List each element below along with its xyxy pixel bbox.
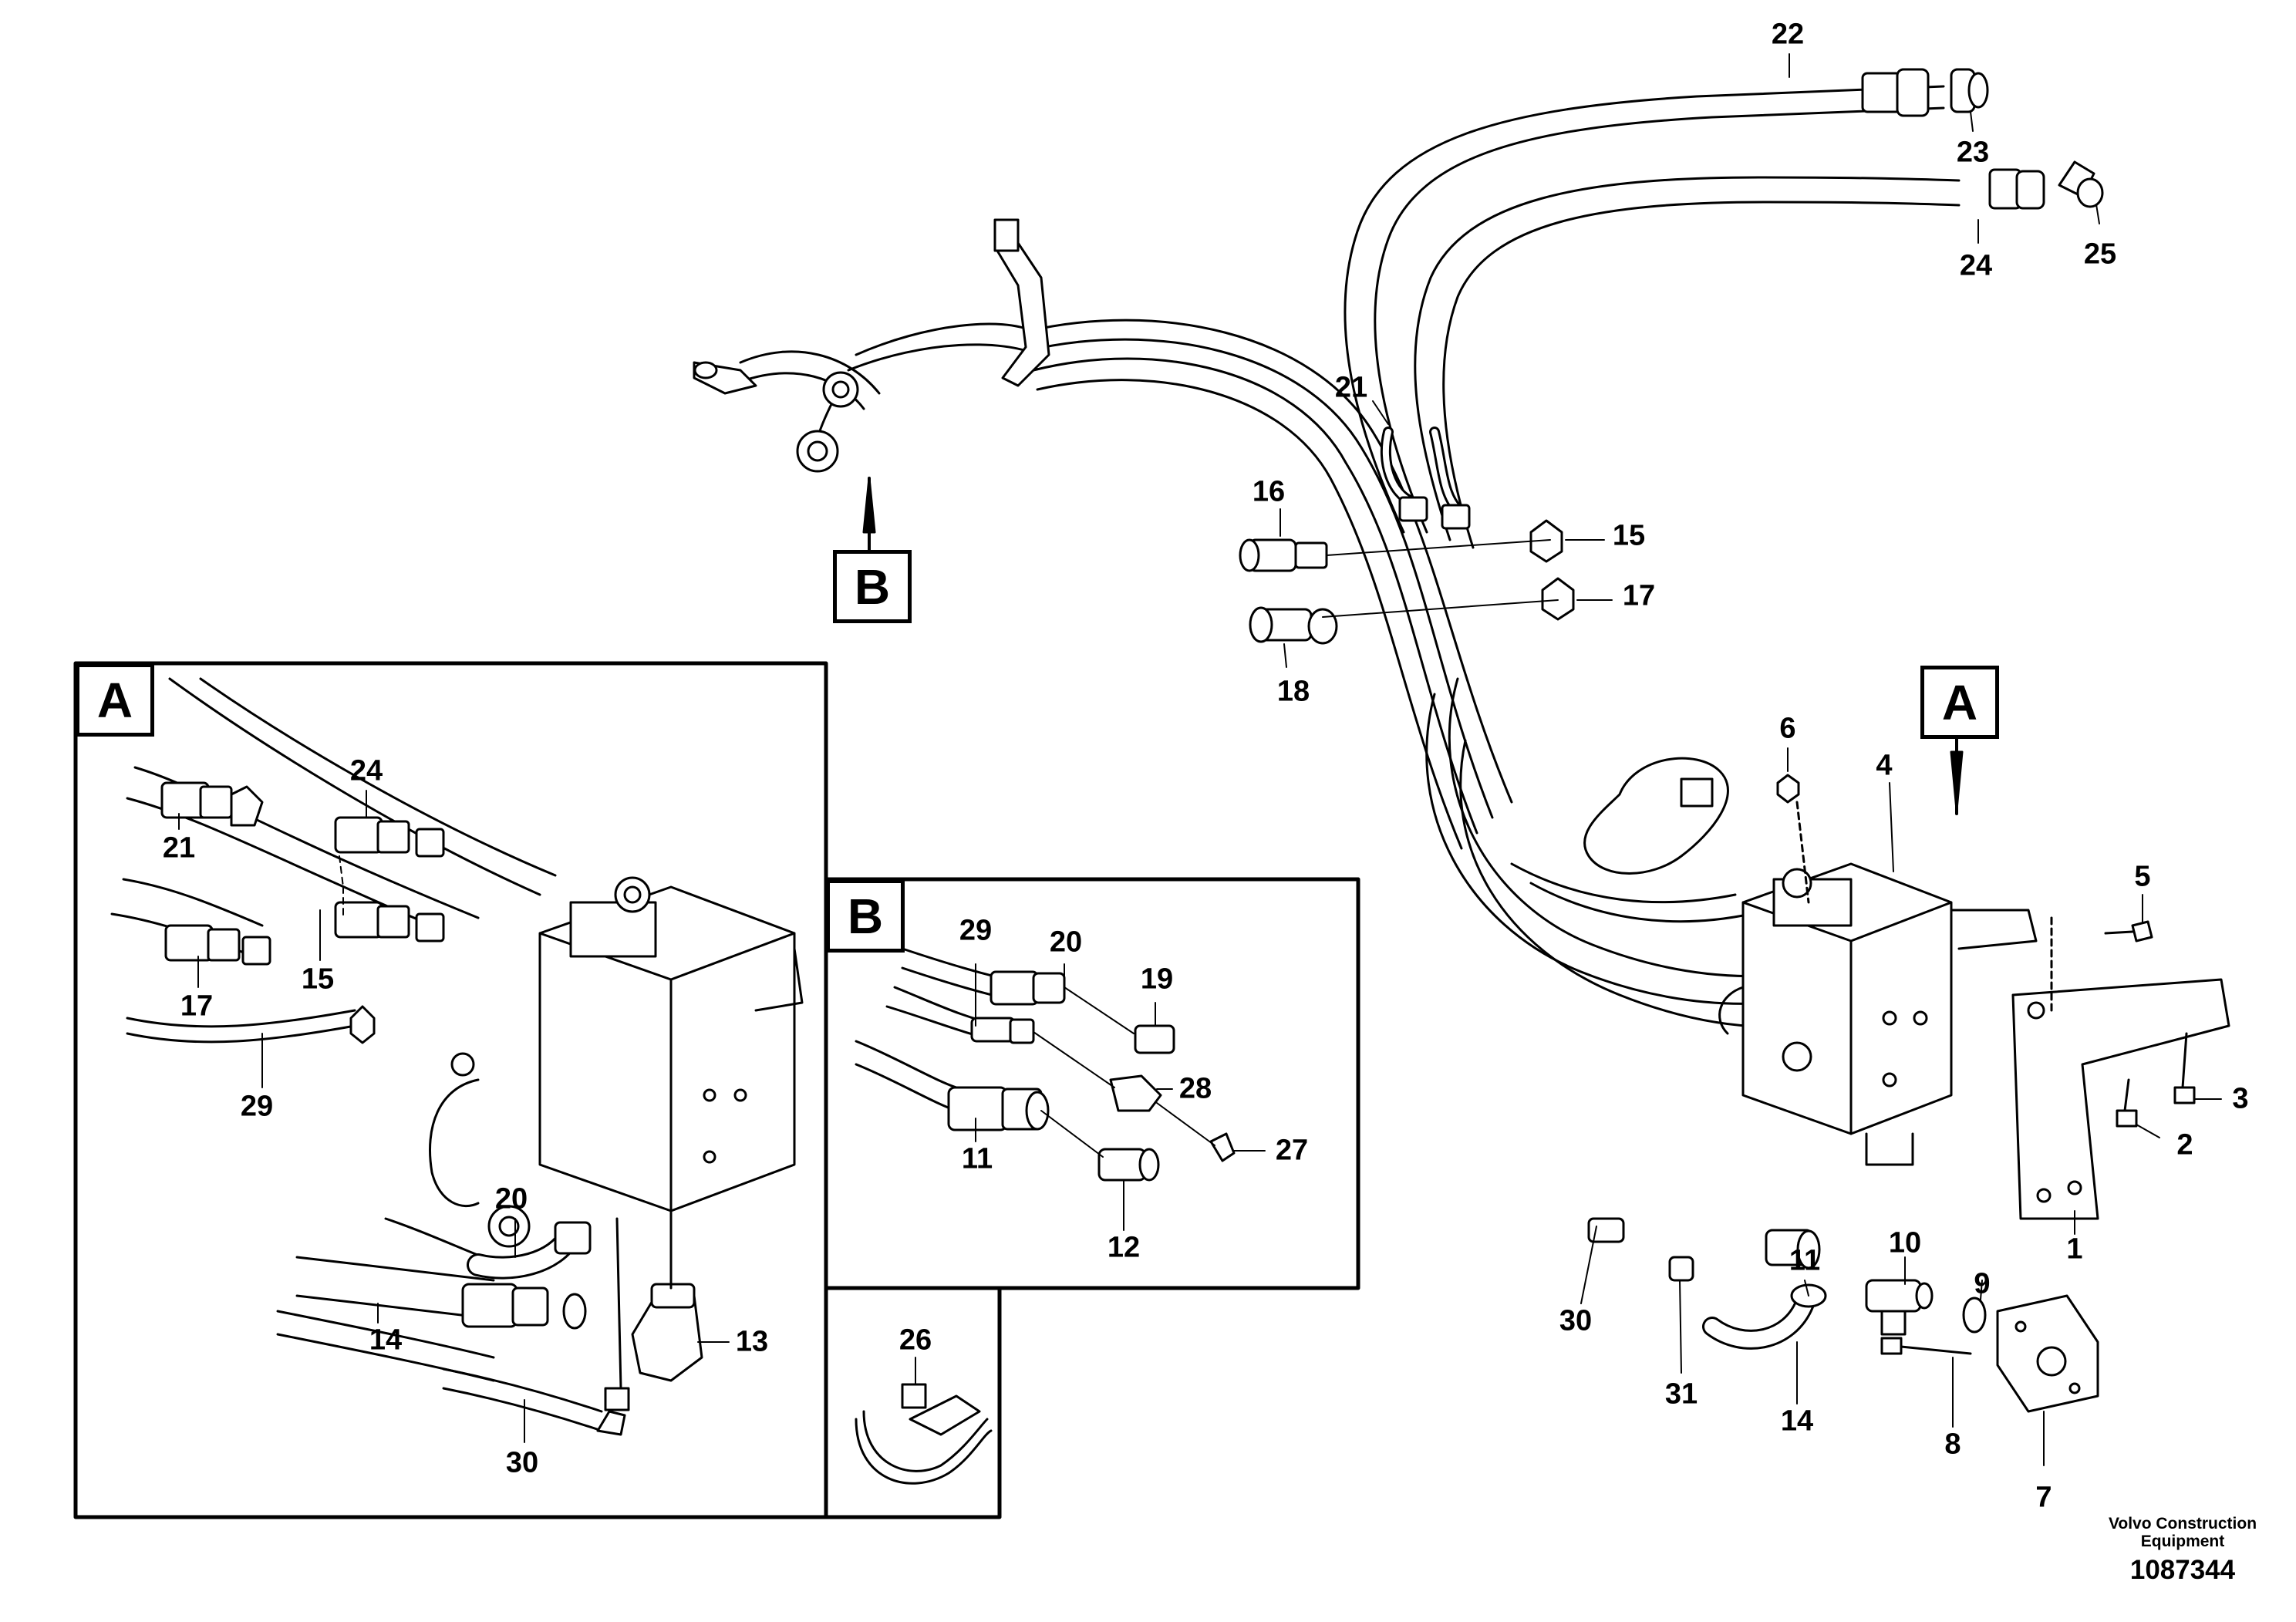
view-label-A-callout: A [1920,666,1999,739]
detail-A-label-21: 21 [162,831,196,865]
detail-A-label-20: 20 [494,1182,528,1216]
part-label-30-main: 30 [1559,1304,1593,1337]
detail-B-contents [855,947,1266,1231]
flange-7 [1996,1294,2099,1413]
detail-A-label-13: 13 [735,1325,769,1358]
part-label-5: 5 [2134,860,2151,893]
company-line-2: Equipment [2140,1533,2225,1550]
valve-assembly-main [1718,862,2038,1166]
part-label-9: 9 [1974,1267,1991,1300]
view-label-A-detail: A [76,663,154,737]
fitting-22-23 [1861,68,1989,117]
detail-B-label-28: 28 [1178,1072,1212,1105]
bracket-1 [2011,978,2230,1220]
detail-B-label-11: 11 [961,1142,993,1175]
drawing-number: 1087344 [2129,1555,2236,1585]
detail-26-label: 26 [899,1324,932,1357]
part-label-3: 3 [2232,1082,2249,1115]
part-label-10: 10 [1888,1226,1922,1259]
harness-B-assembly [693,218,1050,473]
part-label-21: 21 [1334,371,1368,404]
detail-A-label-24: 24 [349,754,383,787]
part-label-1: 1 [2066,1233,2083,1266]
bolt-2 [2116,1078,2138,1128]
strap-26 [855,1357,993,1485]
part-label-11-main: 11 [1789,1244,1821,1277]
fitting-16 [1239,538,1328,572]
part-label-24: 24 [1959,249,1993,282]
bolt-3 [2173,1032,2196,1104]
leaders-right [1279,53,2222,1466]
arrow-B [862,477,876,557]
part-label-6: 6 [1779,712,1796,745]
fitting-30-31 [1587,1217,1694,1282]
part-label-31: 31 [1664,1378,1698,1411]
fitting-24-25 [1988,160,2104,210]
part-label-14-main: 14 [1780,1404,1814,1438]
detail-A-label-29: 29 [240,1090,274,1123]
detail-A-label-15: 15 [301,963,335,996]
part-label-7: 7 [2035,1481,2052,1514]
detail-B-label-20: 20 [1049,926,1083,959]
strap-main [1583,757,1729,875]
part-label-17: 17 [1622,579,1656,612]
fitting-11 [1765,1229,1821,1270]
detail-B-label-19: 19 [1140,963,1174,996]
bolt-8 [1880,1337,1972,1355]
fitting-17 [1541,577,1575,621]
view-label-B-callout: B [833,550,912,623]
bolt-5 [2104,920,2153,943]
detail-B-label-27: 27 [1275,1134,1309,1167]
detail-A-label-30: 30 [505,1446,539,1479]
view-label-B-detail: B [826,879,905,953]
part-label-22: 22 [1771,18,1805,51]
detail-A-label-14: 14 [369,1324,403,1357]
nut-6 [1776,774,1810,904]
fitting-10-tee [1865,1279,1934,1336]
part-label-15: 15 [1612,519,1646,552]
fitting-18 [1249,606,1338,645]
detail-B-label-29: 29 [959,914,993,947]
detail-A-label-17: 17 [180,990,214,1023]
company-line-1: Volvo Construction [2108,1515,2257,1533]
oring-9 [1962,1297,1987,1334]
part-label-18: 18 [1276,675,1310,708]
fitting-21-elbows [1380,427,1471,530]
detail-box-B [824,877,1360,1290]
part-label-4: 4 [1876,749,1893,782]
part-label-8: 8 [1944,1428,1961,1461]
company-name: Volvo Construction Equipment [2106,1515,2260,1550]
fitting-15 [1529,519,1563,563]
part-label-23: 23 [1956,136,1990,169]
part-label-2: 2 [2176,1128,2193,1162]
part-label-16: 16 [1252,475,1286,508]
part-label-25: 25 [2083,238,2117,271]
detail-A-contents [110,677,804,1443]
detail-B-label-12: 12 [1107,1231,1141,1264]
arrow-A [1950,735,1964,815]
